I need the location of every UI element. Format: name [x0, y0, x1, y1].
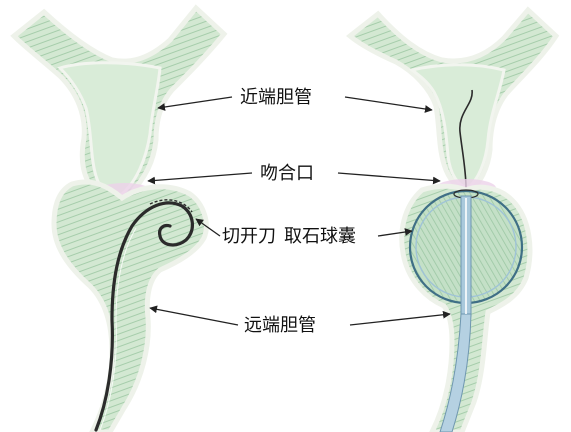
leader-distal-left — [150, 308, 238, 325]
left-distal-duct — [54, 182, 206, 432]
right-figure — [350, 10, 556, 432]
label-tools: 切开刀取石球囊 — [222, 227, 356, 247]
label-sphincterotome: 切开刀 — [222, 226, 276, 247]
leader-anastomosis-left — [148, 173, 252, 181]
label-anastomosis: 吻合口 — [260, 164, 314, 184]
leader-distal-right — [350, 314, 450, 325]
label-distal-bile-duct: 远端胆管 — [244, 316, 316, 336]
leader-proximal-left — [158, 97, 232, 108]
leader-anastomosis-right — [338, 173, 440, 181]
left-figure — [14, 8, 224, 432]
label-proximal-bile-duct: 近端胆管 — [240, 88, 312, 108]
leader-proximal-right — [345, 97, 432, 110]
label-stone-balloon: 取石球囊 — [284, 226, 356, 247]
